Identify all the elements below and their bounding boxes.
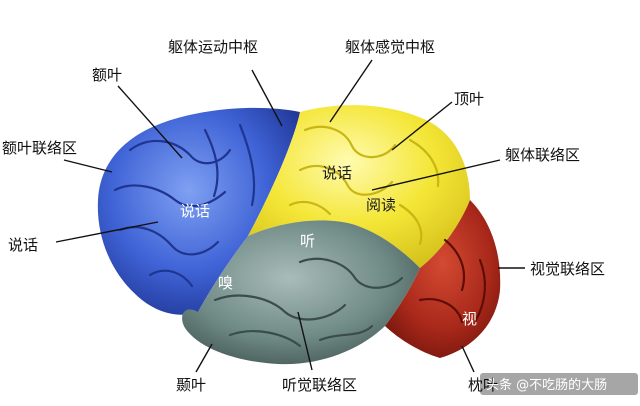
inner-label-speak-parietal: 说话 bbox=[322, 164, 352, 182]
inner-label-smell: 嗅 bbox=[218, 274, 233, 292]
leader-parietal bbox=[391, 101, 453, 151]
label-auditory-assoc: 听觉联络区 bbox=[282, 376, 357, 394]
inner-label-read: 阅读 bbox=[366, 196, 396, 214]
watermark: 头条 @不吃肠的大肠 bbox=[486, 377, 607, 393]
inner-label-hear: 听 bbox=[300, 232, 315, 250]
leader-speech bbox=[55, 221, 159, 243]
label-frontal-assoc: 额叶联络区 bbox=[2, 139, 77, 157]
gyri-parietal bbox=[288, 125, 440, 246]
leader-frontal bbox=[117, 85, 183, 159]
parietal-lobe bbox=[248, 105, 470, 268]
label-somatic-assoc: 躯体联络区 bbox=[505, 146, 580, 164]
leader-occipital bbox=[461, 345, 475, 373]
gyri-frontal bbox=[113, 123, 256, 288]
leader-sensory bbox=[329, 59, 373, 123]
inner-label-speak-frontal: 说话 bbox=[180, 202, 210, 220]
leader-auditory-assoc bbox=[297, 311, 313, 371]
temporal-lobe bbox=[182, 220, 420, 365]
leader-frontal-assoc bbox=[63, 159, 113, 173]
label-visual-assoc: 视觉联络区 bbox=[530, 260, 605, 278]
leader-temporal bbox=[195, 343, 213, 373]
frontal-lobe bbox=[97, 107, 300, 315]
label-temporal: 颞叶 bbox=[176, 376, 206, 394]
leader-motor bbox=[251, 69, 283, 127]
label-sensory: 躯体感觉中枢 bbox=[345, 38, 435, 56]
label-speech-left: 说话 bbox=[8, 236, 38, 254]
label-frontal: 额叶 bbox=[92, 66, 122, 84]
watermark-bg bbox=[480, 373, 638, 395]
inner-label-see: 视 bbox=[462, 310, 477, 328]
leader-somatic-assoc bbox=[371, 159, 501, 191]
label-motor: 躯体运动中枢 bbox=[168, 38, 258, 56]
occipital-lobe bbox=[385, 200, 501, 358]
gyri-occipital bbox=[418, 238, 487, 324]
gyri-temporal bbox=[213, 257, 404, 348]
label-occipital: 枕叶 bbox=[468, 376, 498, 394]
label-parietal: 顶叶 bbox=[454, 90, 484, 108]
